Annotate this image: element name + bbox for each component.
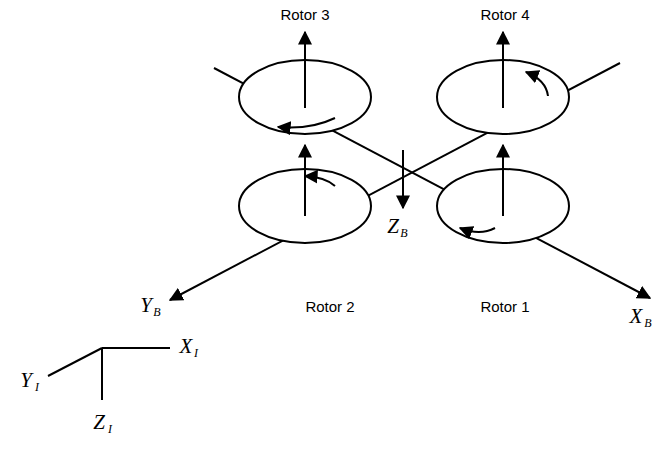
inertial-z-axis — [101, 348, 103, 400]
axis-symbol: X — [630, 306, 643, 327]
axis-subscript: B — [153, 306, 160, 318]
axis-symbol: Z — [93, 412, 105, 433]
inertial-x-axis — [102, 347, 170, 349]
axis-symbol: Z — [387, 216, 399, 237]
rotor-label: Rotor 2 — [305, 299, 354, 314]
thrust-arrow — [304, 145, 306, 216]
axis-subscript: B — [400, 227, 407, 239]
rotation-arrow — [278, 118, 335, 128]
axis-symbol: Y — [140, 295, 152, 316]
body-z-axis — [402, 150, 404, 208]
axis-symbol: X — [180, 336, 193, 357]
rotation-arrow — [460, 228, 495, 232]
thrust-arrow — [304, 32, 306, 108]
rotor-label: Rotor 1 — [480, 299, 529, 314]
inertial-y-axis — [48, 348, 102, 376]
rotation-arrow — [526, 72, 548, 96]
axis-subscript: B — [644, 317, 651, 329]
rotor-label: Rotor 3 — [280, 7, 329, 22]
axis-subscript: I — [194, 347, 198, 359]
thrust-arrow — [502, 32, 504, 108]
thrust-arrow — [502, 145, 504, 216]
axis-subscript: I — [108, 423, 112, 435]
rotation-arrow — [305, 176, 335, 186]
rotor-label: Rotor 4 — [480, 7, 529, 22]
axis-subscript: I — [35, 381, 39, 393]
axis-symbol: Y — [20, 370, 32, 391]
